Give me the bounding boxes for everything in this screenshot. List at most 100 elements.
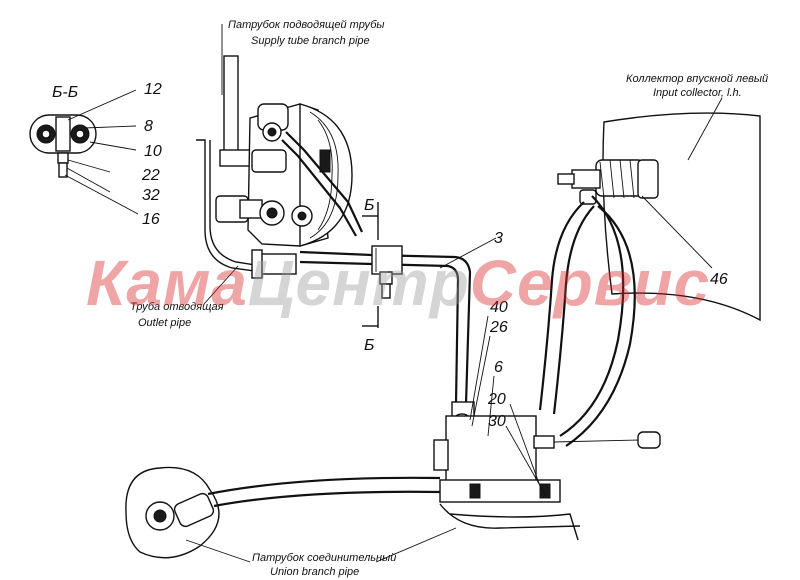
union-tube-bottom: [213, 490, 441, 508]
outlet-label-en: Outlet pipe: [138, 317, 191, 329]
leader-12: [67, 89, 137, 121]
callout-20: 20: [487, 391, 506, 408]
collector-threads: [599, 159, 635, 199]
clamp-bolt: [55, 116, 71, 152]
base-bolt-1: [469, 483, 481, 499]
cover-slot: [319, 149, 331, 173]
callout-40: 40: [490, 299, 508, 316]
hose-right-edge-b: [565, 205, 636, 447]
wire-connector: [637, 431, 661, 449]
leader-32: [66, 167, 111, 193]
leader-16: [64, 174, 139, 215]
hose-right-edge: [559, 195, 625, 437]
section-marker-top: Б: [364, 197, 374, 214]
banjo-fitting-2-core: [297, 211, 307, 221]
union-elbow: [173, 492, 215, 528]
leader-20: [509, 403, 541, 487]
tube-upper: [281, 139, 357, 237]
union-label-en: Union branch pipe: [270, 566, 359, 578]
section-markers: Б Б: [362, 197, 379, 354]
callout-26: 26: [489, 319, 508, 336]
collector-hose: [538, 195, 636, 447]
outlet-stub-flange: [251, 249, 263, 279]
union-leader-left: [185, 539, 251, 563]
mounting-surface: [439, 503, 581, 529]
outlet-label-ru: Труба отводящая: [130, 301, 224, 313]
collector-label-ru: Коллектор впускной левый: [626, 73, 768, 85]
leader-6: [487, 375, 495, 437]
housing-mid-block: [251, 149, 287, 173]
supply-label-ru: Патрубок подводящей трубы: [228, 19, 384, 31]
union-leader-right: [375, 527, 457, 563]
callout-10: 10: [144, 143, 162, 160]
block-edge-inner: [209, 140, 263, 267]
tube-clamp-bolt: [381, 283, 391, 299]
collector-leader: [687, 97, 723, 161]
leader-10: [89, 141, 137, 151]
watermark-part-1: Кама: [86, 247, 248, 319]
collector-elbow: [579, 189, 597, 205]
watermark: КамаЦентрСервис: [86, 247, 710, 319]
tube-3: 3: [281, 131, 503, 405]
union-flange: [125, 466, 220, 559]
watermark-text: КамаЦентрСервис: [86, 247, 710, 319]
tube-long: [299, 250, 472, 405]
clamp-tube-left-bore: [41, 129, 51, 139]
collector-outline: [602, 112, 761, 322]
side-nut-stem: [239, 199, 263, 219]
union-tube-top: [207, 476, 441, 496]
housing-top-bolt-core: [267, 127, 277, 137]
section-marker-bottom: Б: [364, 337, 374, 354]
mounting-surface-b: [449, 513, 579, 541]
watermark-part-2: Центр: [248, 247, 470, 319]
callout-30: 30: [488, 413, 506, 430]
outlet-label-group: Труба отводящая Outlet pipe: [130, 265, 239, 329]
leader-30: [505, 425, 547, 497]
tube-long-b: [299, 260, 460, 405]
leader-22: [67, 159, 111, 173]
leader-26: [471, 335, 491, 427]
leader-3: [439, 237, 497, 269]
supply-label-group: Патрубок подводящей трубы Supply tube br…: [221, 19, 384, 95]
callout-6: 6: [494, 359, 503, 376]
banjo-fitting-core: [266, 207, 278, 219]
valve-side-stub: [533, 435, 555, 449]
engine-assembly: [196, 55, 353, 279]
callout-46: 46: [710, 271, 728, 288]
callout-8: 8: [144, 118, 153, 135]
clamp-tube-right-bore: [75, 129, 85, 139]
tube-upper-b: [285, 131, 363, 233]
input-collector: Коллектор впускной левый Input collector…: [557, 73, 768, 322]
cover-rib-1: [309, 111, 339, 239]
callout-16: 16: [142, 211, 160, 228]
union-label-ru: Патрубок соединительный: [252, 552, 396, 564]
supply-pipe-stub: [223, 55, 239, 157]
clamp-nut: [57, 152, 69, 164]
supply-label-en: Supply tube branch pipe: [251, 35, 370, 47]
callout-3: 3: [494, 230, 503, 247]
leader-8: [83, 125, 137, 129]
base-bolt-2: [539, 483, 551, 499]
clamp-washer: [58, 162, 68, 178]
collector-nozzle: [571, 169, 601, 189]
union-nut-core: [153, 509, 167, 523]
valve-body: [445, 415, 537, 487]
hose-left-edge: [538, 201, 585, 411]
valve-side-plug: [433, 439, 449, 471]
valve-wire: [553, 439, 641, 443]
cover-rib-2: [317, 119, 333, 231]
union-assembly: Патрубок соединительный Union branch pip…: [125, 466, 457, 578]
outlet-leader: [203, 265, 239, 305]
callout-32: 32: [142, 187, 160, 204]
hose-left-edge-b: [552, 205, 595, 415]
collector-label-en: Input collector, l.h.: [653, 87, 742, 99]
collector-fitting-ring: [637, 159, 659, 199]
leader-46: [641, 195, 713, 269]
callout-22: 22: [141, 167, 160, 184]
block-edge: [196, 139, 263, 273]
leader-40: [469, 315, 489, 421]
callout-12: 12: [144, 81, 162, 98]
section-bb-detail: Б-Б 12 8 10 22 32 16: [29, 81, 162, 228]
